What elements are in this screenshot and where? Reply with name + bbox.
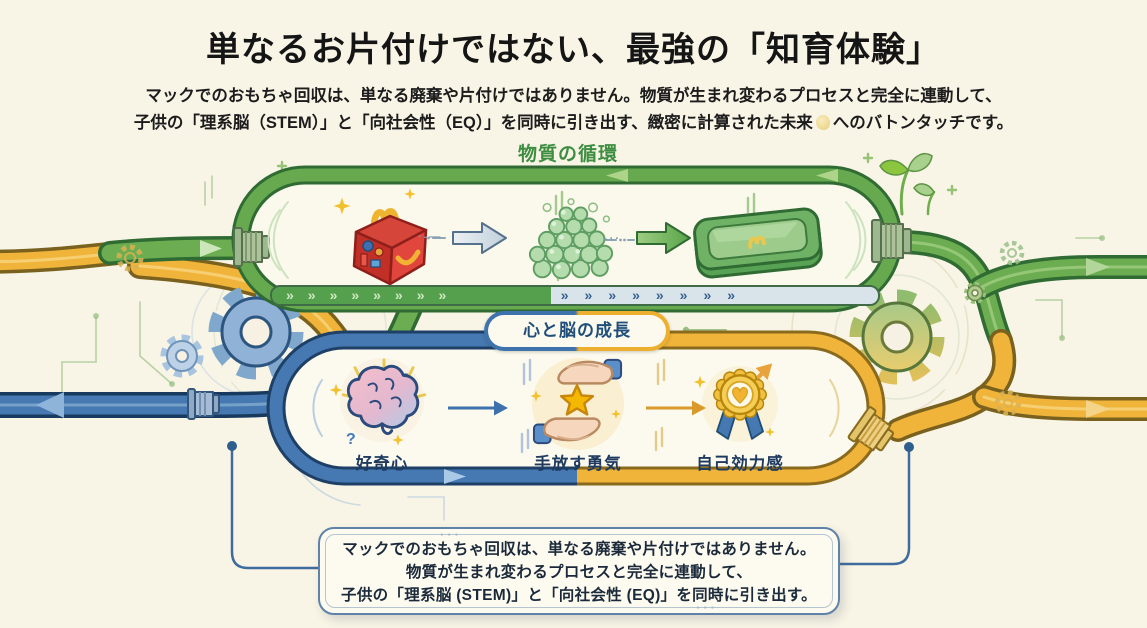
summary-line-3: 子供の「理系脳 (STEM)」と「向社会性 (EQ)」を同時に引き出す。 bbox=[341, 587, 817, 604]
step-label-courage: 手放す勇気 bbox=[534, 455, 622, 473]
dash-marks: ·‑— bbox=[418, 231, 443, 243]
summary-box: ··· ··· マックでのおもちゃ回収は、単なる廃棄や片付けではありません。 物… bbox=[318, 527, 840, 615]
sparkle-icons bbox=[329, 188, 775, 446]
growth-loop-label-pill: 心と脳の成長 bbox=[484, 311, 670, 351]
subtitle-line-2: 子供の「理系脳（STEM）」と「向社会性（EQ）」を同時に引き出す、緻密に計算さ… bbox=[0, 109, 1147, 137]
flow-arrow-gold-icon bbox=[644, 398, 708, 418]
page-title: 単なるお片付けではない、最強の「知育体験」 bbox=[206, 31, 941, 69]
subtitle-line-2-post: へのバトンタッチです。 bbox=[832, 114, 1014, 132]
question-mark-icon: ? bbox=[346, 431, 356, 448]
summary-line-1: マックでのおもちゃ回収は、単なる廃棄や片付けではありません。 bbox=[342, 541, 816, 558]
future-spark-icon bbox=[815, 115, 830, 130]
summary-connectors bbox=[227, 441, 914, 570]
recycled-pellets-icon bbox=[518, 196, 624, 284]
flow-arrow-blue-icon bbox=[446, 398, 510, 418]
conveyor-chevrons-green: »»»»»»»» bbox=[272, 287, 551, 304]
conveyor-chevrons-blue: »»»»»»»» bbox=[550, 287, 878, 304]
right-ribbon-loop bbox=[886, 230, 1147, 442]
summary-line-2: 物質が生まれ変わるプロセスと完全に連動して、 bbox=[405, 564, 753, 581]
happy-meal-box-icon bbox=[338, 194, 438, 294]
box-decor-dots: ··· bbox=[696, 600, 718, 615]
right-green-yellow-gear bbox=[849, 289, 945, 385]
subtitle-line-1: マックでのおもちゃ回収は、単なる廃棄や片付けではありません。物質が生まれ変わるプ… bbox=[145, 87, 1002, 105]
step-label-self-efficacy: 自己効力感 bbox=[696, 455, 784, 473]
conveyor-belt: »»»»»»»» »»»»»»»» bbox=[270, 285, 880, 306]
subtitle-line-2-pre: 子供の「理系脳（STEM）」と「向社会性（EQ）」を同時に引き出す、緻密に計算さ… bbox=[133, 114, 813, 132]
material-loop-label: 物質の循環 bbox=[517, 144, 618, 165]
step-label-curiosity: 好奇心 bbox=[355, 455, 409, 473]
pipe-coupling-icons bbox=[187, 219, 912, 452]
process-arrow-icon bbox=[452, 220, 508, 256]
brain-icon bbox=[334, 356, 434, 448]
giving-hands-icon bbox=[524, 354, 632, 448]
medal-icon bbox=[698, 356, 782, 448]
box-decor-dots: ··· bbox=[440, 527, 462, 542]
green-tray-icon bbox=[688, 202, 828, 286]
sprout-icon bbox=[879, 152, 936, 216]
dash-marks: ‑·· bbox=[604, 233, 621, 245]
process-arrow-green-icon bbox=[636, 220, 692, 256]
growth-loop-label: 心と脳の成長 bbox=[488, 315, 666, 347]
